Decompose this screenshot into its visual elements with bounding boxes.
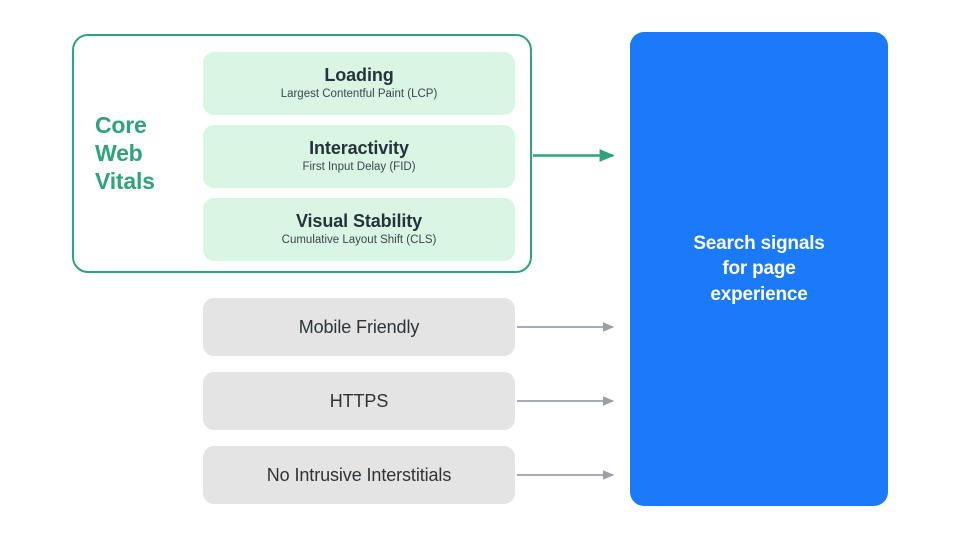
- metric-card-subtitle: Cumulative Layout Shift (CLS): [281, 234, 437, 247]
- metric-card-subtitle: First Input Delay (FID): [302, 161, 416, 174]
- metric-card-title: Visual Stability: [295, 210, 423, 231]
- core-web-vitals-group-label: Core Web Vitals: [95, 112, 155, 194]
- metric-card-title: Loading: [324, 64, 394, 85]
- metric-card-interactivity: Interactivity First Input Delay (FID): [203, 125, 515, 188]
- signal-card-label: No Intrusive Interstitials: [266, 464, 452, 485]
- search-signals-panel-label: Search signals for page experience: [693, 233, 825, 305]
- metric-card-loading: Loading Largest Contentful Paint (LCP): [203, 52, 515, 115]
- signal-card-label: HTTPS: [329, 390, 389, 411]
- signal-card-label: Mobile Friendly: [298, 316, 420, 337]
- signal-card-mobile-friendly: Mobile Friendly: [203, 298, 515, 356]
- search-signals-panel: Search signals for page experience: [630, 32, 888, 506]
- metric-card-visual-stability: Visual Stability Cumulative Layout Shift…: [203, 198, 515, 261]
- metric-card-title: Interactivity: [309, 137, 409, 158]
- metric-card-subtitle: Largest Contentful Paint (LCP): [280, 88, 438, 101]
- signal-card-https: HTTPS: [203, 372, 515, 430]
- core-web-vitals-group: [72, 34, 532, 273]
- signal-card-no-intrusive-interstitials: No Intrusive Interstitials: [203, 446, 515, 504]
